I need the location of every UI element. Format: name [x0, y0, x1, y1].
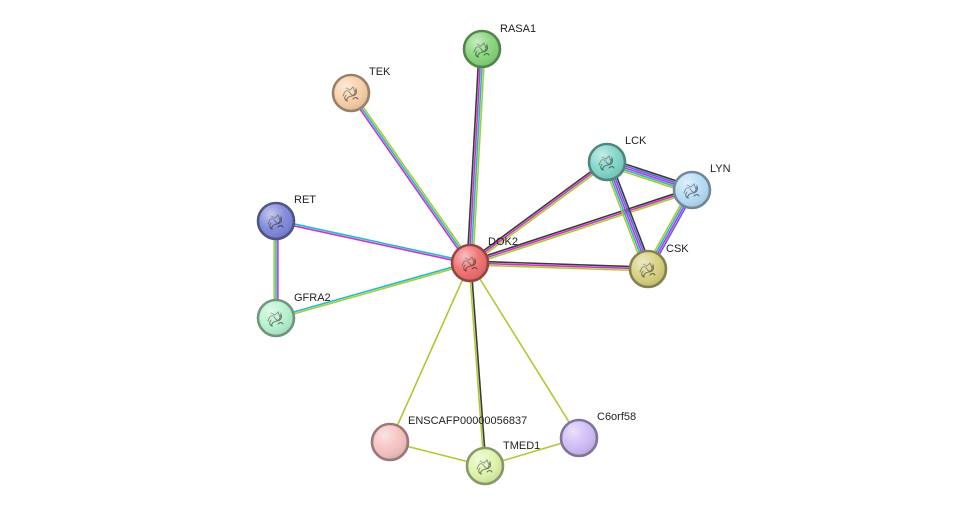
- edge-DOK2-CSK[interactable]: [469, 260, 649, 272]
- node-highlight: [453, 246, 487, 280]
- node-highlight: [334, 76, 368, 110]
- node-enscafp00000056837[interactable]: ENSCAFP00000056837: [370, 415, 527, 462]
- edge-DOK2-TMED1[interactable]: [468, 262, 487, 467]
- node-lck[interactable]: LCK: [587, 135, 647, 182]
- node-highlight: [259, 301, 293, 335]
- node-label: RET: [294, 194, 316, 206]
- node-highlight: [259, 204, 293, 238]
- node-csk[interactable]: CSK: [628, 243, 689, 289]
- node-highlight: [465, 32, 499, 66]
- edge-strand: [469, 161, 608, 264]
- edge-strand: [469, 187, 692, 262]
- edge-strand: [470, 49, 484, 264]
- edge-strand: [602, 163, 646, 271]
- edge-strand: [472, 49, 486, 264]
- edge-DOK2-TEK[interactable]: [348, 91, 473, 265]
- node-highlight: [590, 145, 624, 179]
- edge-strand: [348, 93, 470, 265]
- node-lyn[interactable]: LYN: [672, 163, 731, 210]
- node-rasa1[interactable]: RASA1: [462, 23, 536, 69]
- edge-strand: [351, 91, 473, 263]
- node-tek[interactable]: TEK: [331, 66, 391, 113]
- node-highlight: [373, 425, 407, 459]
- edge-strand: [276, 219, 471, 263]
- node-c6orf58[interactable]: C6orf58: [559, 411, 636, 458]
- edge-strand: [276, 263, 471, 320]
- edge-strand: [469, 262, 580, 439]
- node-highlight: [631, 252, 665, 286]
- node-highlight: [675, 173, 709, 207]
- node-ret[interactable]: RET: [256, 194, 316, 241]
- edge-DOK2-RASA1[interactable]: [466, 48, 486, 264]
- edge-strand: [609, 160, 653, 268]
- edge-DOK2-RET[interactable]: [275, 219, 471, 265]
- edge-strand: [468, 159, 607, 263]
- node-label: ENSCAFP00000056837: [408, 415, 527, 427]
- edge-strand: [470, 260, 649, 268]
- edge-strand: [469, 264, 648, 272]
- node-label: DOK2: [488, 236, 518, 248]
- node-label: LCK: [625, 135, 647, 147]
- node-label: LYN: [710, 163, 731, 175]
- edge-DOK2-ENSCAFP00000056837[interactable]: [389, 262, 471, 443]
- edge-DOK2-LCK[interactable]: [468, 159, 609, 266]
- edge-strand: [470, 162, 609, 266]
- node-label: RASA1: [500, 23, 536, 35]
- edge-strand: [468, 263, 485, 467]
- node-gfra2[interactable]: GFRA2: [256, 292, 331, 338]
- edge-DOK2-LYN[interactable]: [469, 187, 693, 266]
- edge-strand: [470, 191, 693, 266]
- node-label: GFRA2: [294, 292, 331, 304]
- node-highlight: [562, 421, 596, 455]
- edge-DOK2-GFRA2[interactable]: [275, 261, 471, 320]
- edge-strand: [469, 189, 693, 264]
- edge-strand: [469, 262, 649, 270]
- edge-strand: [470, 262, 487, 466]
- node-label: CSK: [666, 243, 689, 255]
- node-highlight: [468, 449, 502, 483]
- edge-strand: [466, 48, 480, 263]
- edge-strand: [275, 261, 470, 318]
- node-label: C6orf58: [597, 411, 636, 423]
- node-tmed1[interactable]: TMED1: [465, 440, 540, 486]
- node-dok2[interactable]: DOK2: [450, 236, 518, 283]
- node-label: TMED1: [503, 440, 540, 452]
- edge-strand: [275, 221, 470, 265]
- edge-strand: [468, 48, 482, 263]
- edge-strand: [350, 92, 471, 264]
- node-label: TEK: [369, 66, 391, 78]
- edge-strand: [389, 262, 471, 443]
- edge-DOK2-C6orf58[interactable]: [469, 262, 580, 439]
